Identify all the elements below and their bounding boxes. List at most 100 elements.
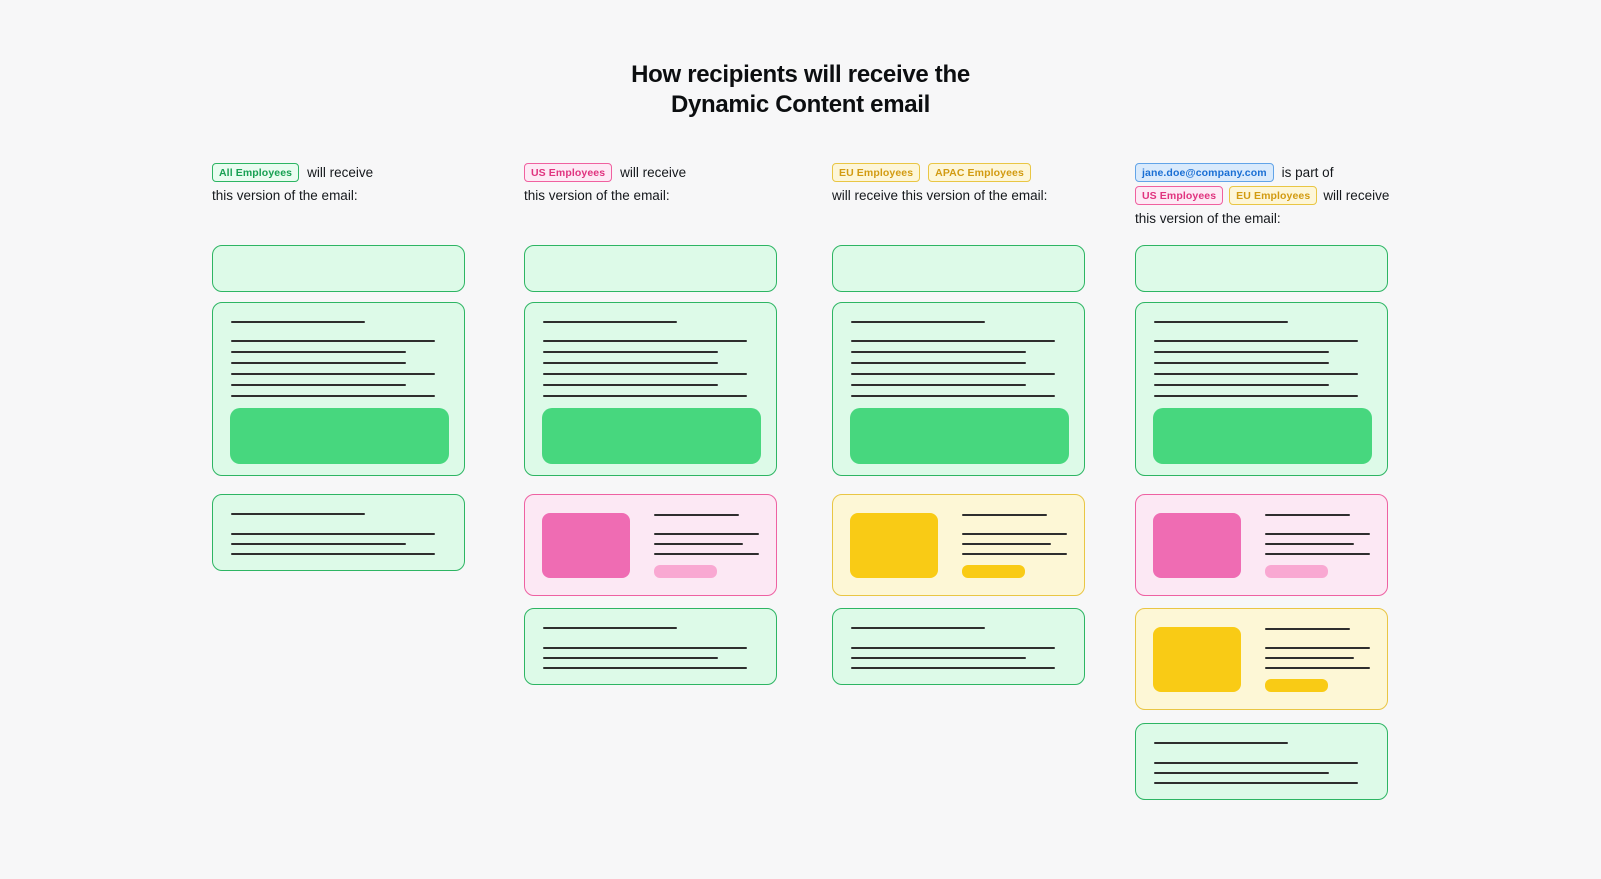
header-text: will receive [307, 165, 374, 180]
segment-badge-us-employees: US Employees [524, 163, 613, 182]
segment-badge-eu-employees: EU Employees [1229, 186, 1318, 205]
email-footer-section [1135, 723, 1388, 800]
text-line-placeholder [1154, 351, 1329, 353]
header-text: this version of the email: [524, 188, 670, 203]
text-line-placeholder [231, 543, 406, 545]
text-line-placeholder [231, 395, 435, 397]
header-row: All Employees will receive [212, 163, 465, 182]
email-cta-button-placeholder [850, 408, 1069, 464]
text-line-placeholder [231, 321, 365, 323]
text-line-placeholder [851, 657, 1026, 659]
email-yellow-feature-section [832, 494, 1085, 596]
text-line-placeholder [543, 373, 747, 375]
email-header-placeholder [1135, 245, 1388, 292]
email-body-section [212, 302, 465, 476]
header-row: US Employees will receive [524, 163, 777, 182]
header-text: will receive this version of the email: [832, 188, 1048, 203]
text-line-placeholder [851, 667, 1055, 669]
email-pink-feature-section [1135, 494, 1388, 596]
text-line-placeholder [1265, 667, 1370, 669]
email-small-button-placeholder [1265, 679, 1328, 692]
column-jane-doe: jane.doe@company.com is part of US Emplo… [1135, 163, 1390, 823]
header-row: jane.doe@company.com is part of [1135, 163, 1388, 182]
page-title-line1: How recipients will receive the [631, 61, 970, 88]
text-line-placeholder [543, 384, 718, 386]
text-line-placeholder [1154, 362, 1329, 364]
text-line-placeholder [1154, 340, 1358, 342]
email-cta-button-placeholder [230, 408, 449, 464]
text-line-placeholder [1154, 321, 1288, 323]
text-line-placeholder [543, 667, 747, 669]
segment-badge-eu-employees: EU Employees [832, 163, 921, 182]
email-header-placeholder [212, 245, 465, 292]
column-header: EU Employees APAC Employees will receive… [832, 163, 1085, 205]
email-pink-feature-section [524, 494, 777, 596]
column-eu-apac-employees: EU Employees APAC Employees will receive… [832, 163, 1085, 823]
text-line-placeholder [1265, 543, 1354, 545]
header-row: EU Employees APAC Employees [832, 163, 1085, 182]
text-line-placeholder [231, 533, 435, 535]
email-yellow-feature-section [1135, 608, 1388, 710]
header-text: this version of the email: [1135, 211, 1281, 226]
text-line-placeholder [1265, 657, 1354, 659]
text-line-placeholder [543, 647, 747, 649]
text-line-placeholder [962, 514, 1047, 516]
text-line-placeholder [1154, 762, 1358, 764]
text-line-placeholder [231, 351, 406, 353]
email-header-placeholder [524, 245, 777, 292]
page-title: How recipients will receive the Dynamic … [0, 60, 1601, 120]
text-line-placeholder [851, 627, 985, 629]
email-header-placeholder [832, 245, 1085, 292]
text-line-placeholder [654, 533, 759, 535]
text-line-placeholder [851, 373, 1055, 375]
text-line-placeholder [654, 553, 759, 555]
email-small-button-placeholder [1265, 565, 1328, 578]
column-header: jane.doe@company.com is part of US Emplo… [1135, 163, 1390, 228]
email-image-placeholder [542, 513, 630, 578]
text-line-placeholder [231, 513, 365, 515]
text-line-placeholder [851, 384, 1026, 386]
text-line-placeholder [543, 321, 677, 323]
header-row: this version of the email: [212, 186, 465, 205]
text-line-placeholder [962, 533, 1067, 535]
text-line-placeholder [1154, 782, 1358, 784]
header-row: this version of the email: [1135, 209, 1388, 228]
text-line-placeholder [231, 373, 435, 375]
page-title-line2: Dynamic Content email [670, 91, 931, 118]
email-small-button-placeholder [654, 565, 717, 578]
text-line-placeholder [1154, 395, 1358, 397]
text-line-placeholder [851, 340, 1055, 342]
header-text: this version of the email: [212, 188, 358, 203]
text-line-placeholder [851, 647, 1055, 649]
text-line-placeholder [543, 351, 718, 353]
text-line-placeholder [1265, 553, 1370, 555]
email-footer-section [832, 608, 1085, 685]
text-line-placeholder [851, 362, 1026, 364]
header-text: will receive [620, 165, 687, 180]
email-body-section [832, 302, 1085, 476]
text-line-placeholder [1265, 533, 1370, 535]
text-line-placeholder [1154, 772, 1329, 774]
text-line-placeholder [231, 362, 406, 364]
email-cta-button-placeholder [1153, 408, 1372, 464]
text-line-placeholder [1154, 384, 1329, 386]
text-line-placeholder [231, 553, 435, 555]
column-all-employees: All Employees will receive this version … [212, 163, 465, 823]
email-footer-section [212, 494, 465, 571]
text-line-placeholder [1265, 628, 1350, 630]
email-image-placeholder [1153, 513, 1241, 578]
text-line-placeholder [851, 395, 1055, 397]
text-line-placeholder [1154, 373, 1358, 375]
text-line-placeholder [543, 657, 718, 659]
text-line-placeholder [1265, 647, 1370, 649]
email-image-placeholder [850, 513, 938, 578]
header-row: this version of the email: [524, 186, 777, 205]
email-image-placeholder [1153, 627, 1241, 692]
text-line-placeholder [851, 321, 985, 323]
header-text: will receive [1323, 188, 1390, 203]
header-row: will receive this version of the email: [832, 186, 1085, 205]
text-line-placeholder [543, 627, 677, 629]
text-line-placeholder [543, 340, 747, 342]
text-line-placeholder [851, 351, 1026, 353]
